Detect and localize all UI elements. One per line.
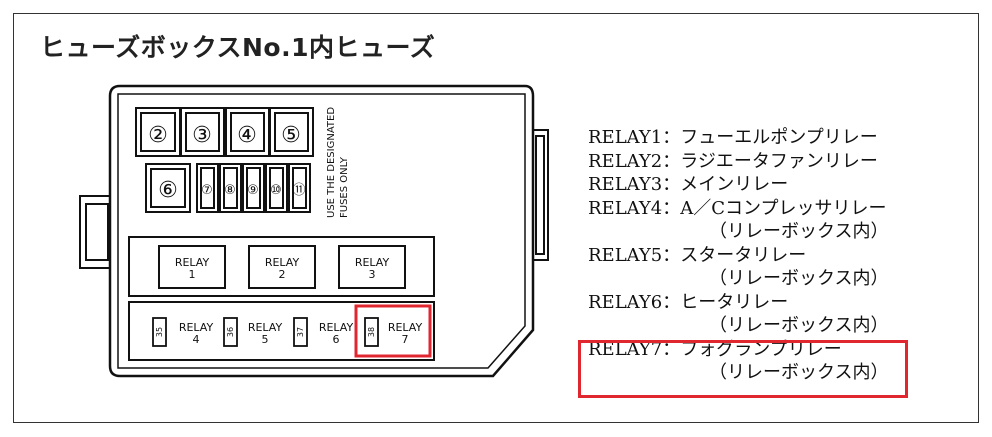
relay-1-label: RELAY xyxy=(175,256,210,269)
relay-2-slot xyxy=(248,245,316,289)
fuse-number: ⑩ xyxy=(270,183,282,198)
legend-relay1: RELAY1：フューエルポンプリレー xyxy=(588,127,878,148)
legend-relay5-location: （リレーボックス内） xyxy=(709,268,889,289)
fuse-number: ⑨ xyxy=(247,183,259,198)
fuse-number: ⑥ xyxy=(158,178,178,203)
relay-3-number: 3 xyxy=(369,268,376,281)
fuse-37-number: 37 xyxy=(296,327,305,337)
legend-relay4-location: （リレーボックス内） xyxy=(709,221,889,242)
fuse-35-number: 35 xyxy=(155,327,164,337)
relay-6-label: RELAY xyxy=(319,321,354,334)
relay-5-number: 5 xyxy=(262,333,269,346)
legend-relay7: RELAY7：フォグランプリレー xyxy=(588,338,842,360)
relay-legend: RELAY1：フューエルポンプリレー RELAY2：ラジエータファンリレー RE… xyxy=(588,126,888,385)
relay-2-number: 2 xyxy=(279,268,286,281)
relay-4-number: 4 xyxy=(193,333,200,346)
outer-frame xyxy=(13,13,979,423)
fuse-36-number: 36 xyxy=(226,327,235,337)
fuse-36-slot xyxy=(223,317,238,347)
relay-6-number: 6 xyxy=(333,333,340,346)
legend-relay7-highlight xyxy=(578,340,908,398)
mini-fuse-slot xyxy=(265,163,288,213)
fuse-35-slot xyxy=(152,317,167,347)
designated-note-line2: FUSES ONLY xyxy=(339,156,350,218)
mini-fuse-slot xyxy=(288,163,311,213)
large-fuse-slot xyxy=(225,107,270,157)
large-fuse-slot xyxy=(269,107,314,157)
relay-1-slot xyxy=(158,245,226,289)
legend-relay5: RELAY5：スタータリレー xyxy=(588,244,807,266)
relay-7-highlight xyxy=(354,304,432,358)
legend-relay2: RELAY2：ラジエータファンリレー xyxy=(588,150,878,172)
fuse-38-number: 38 xyxy=(367,327,376,337)
relay-5-label: RELAY xyxy=(248,321,283,334)
relay-7-label: RELAY xyxy=(388,321,423,334)
mini-fuse-slot xyxy=(219,163,242,213)
legend-relay7-location: （リレーボックス内） xyxy=(709,362,889,383)
relay-4-label: RELAY xyxy=(179,321,214,334)
fuse-number: ⑦ xyxy=(201,183,213,198)
relay-2-label: RELAY xyxy=(265,256,300,269)
fuse-section xyxy=(135,107,314,213)
mini-fuse-slot xyxy=(196,163,219,213)
legend-relay3: RELAY3：メインリレー xyxy=(588,174,789,195)
fuse-38-slot xyxy=(364,317,379,347)
legend-relay4: RELAY4：A／Cコンプレッサリレー xyxy=(588,197,887,219)
fuse-number: ③ xyxy=(192,123,212,148)
relay-7-number: 7 xyxy=(402,333,409,346)
large-fuse-slot xyxy=(145,163,191,213)
designated-note-line1: USE THE DESIGNATED xyxy=(326,107,337,218)
lower-relay-section xyxy=(128,301,435,361)
fuse-number: ② xyxy=(148,123,168,148)
fuse-number: ⑧ xyxy=(224,183,236,198)
legend-relay6-location: （リレーボックス内） xyxy=(709,315,889,336)
fuse-number: ④ xyxy=(237,123,257,148)
large-fuse-slot xyxy=(135,107,181,157)
fuse-number: ⑤ xyxy=(281,123,301,148)
legend-relay6: RELAY6：ヒータリレー xyxy=(588,291,789,313)
large-fuse-slot xyxy=(180,107,225,157)
relay-1-number: 1 xyxy=(189,268,196,281)
fuse-box-housing-inner xyxy=(117,93,526,369)
fuse-37-slot xyxy=(293,317,308,347)
page-title: ヒューズボックスNo.1内ヒューズ xyxy=(40,33,436,62)
relay-3-slot xyxy=(338,245,406,289)
relay-3-label: RELAY xyxy=(355,256,390,269)
fuse-number: ⑪ xyxy=(292,183,305,198)
mini-fuse-slot xyxy=(242,163,265,213)
right-clip xyxy=(531,129,549,261)
